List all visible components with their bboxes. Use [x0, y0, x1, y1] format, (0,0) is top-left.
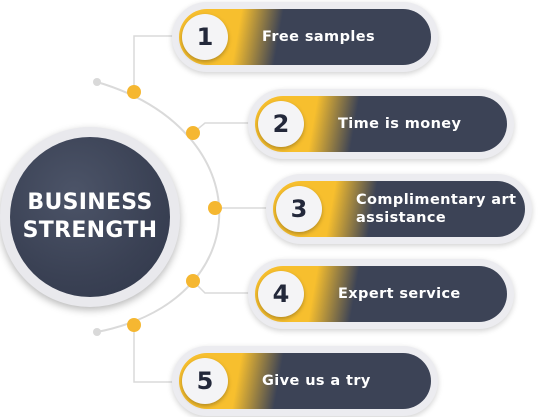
item-label: Time is money [338, 116, 462, 132]
connector-dot-2 [186, 126, 200, 140]
number-badge: 2 [258, 101, 304, 147]
item-label: Give us a try [262, 373, 371, 389]
connector-item-4 [192, 280, 252, 294]
strength-item-3: 3 Complimentary art assistance [266, 174, 532, 244]
connector-item-1 [133, 35, 176, 92]
arc-end-dot-bottom [93, 328, 101, 336]
badge-number: 5 [196, 367, 214, 395]
strength-item-4: 4 Expert service [248, 259, 514, 329]
business-strength-hub: BUSINESS STRENGTH [0, 127, 180, 307]
connector-dot-5 [127, 318, 141, 332]
hub-title-line-1: BUSINESS [27, 190, 153, 215]
hub-title-line-2: STRENGTH [22, 218, 158, 243]
arc-end-dot-top [93, 78, 101, 86]
badge-number: 3 [290, 195, 308, 223]
strength-item-1: 1 Free samples [172, 2, 438, 72]
connector-item-5 [133, 325, 176, 383]
connector-dot-1 [127, 85, 141, 99]
badge-number: 4 [272, 280, 290, 308]
number-badge: 4 [258, 271, 304, 317]
badge-number: 2 [272, 110, 290, 138]
strength-item-2: 2 Time is money [248, 89, 514, 159]
item-label: Free samples [262, 29, 375, 45]
strength-item-5: 5 Give us a try [172, 346, 438, 416]
item-label: Expert service [338, 286, 461, 302]
item-label: Complimentary art assistance [356, 192, 517, 226]
connector-item-2 [192, 122, 252, 134]
connector-dot-3 [208, 201, 222, 215]
number-badge: 5 [182, 358, 228, 404]
hub-inner-circle: BUSINESS STRENGTH [10, 137, 170, 297]
number-badge: 3 [276, 186, 322, 232]
connector-dot-4 [186, 274, 200, 288]
badge-number: 1 [196, 23, 214, 51]
number-badge: 1 [182, 14, 228, 60]
